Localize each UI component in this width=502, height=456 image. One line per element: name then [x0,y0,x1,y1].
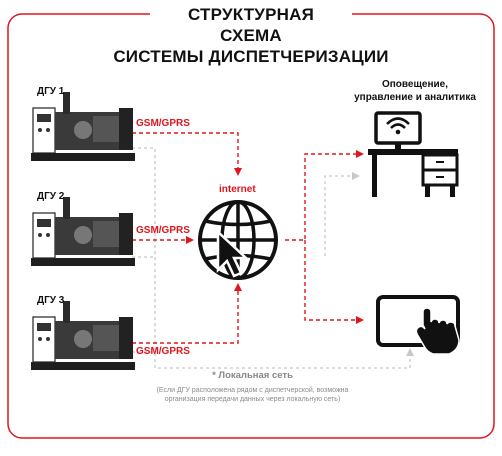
tablet-touch-icon [376,295,460,355]
globe-cursor-icon [198,200,278,280]
generator-icon [31,301,135,370]
desk-monitor-wifi-icon [368,111,459,197]
gsm-label-3: GSM/GPRS [136,346,190,357]
internet-label: internet [219,184,256,195]
gsm-lines [132,132,364,344]
diagram-title: СТРУКТУРНАЯ СХЕМА СИСТЕМЫ ДИСПЕТЧЕРИЗАЦИ… [0,4,502,67]
generator-3-label: ДГУ 3 [37,295,65,306]
local-network-note-line-1: (Если ДГУ расположена рядом с диспетчерс… [156,387,349,394]
title-line-2: СИСТЕМЫ ДИСПЕТЧЕРИЗАЦИИ [113,47,389,66]
local-network-title: * Локальная сеть [212,370,293,381]
workstation-label: Оповещение, управление и аналитика [350,78,480,104]
generator-1-label: ДГУ 1 [37,86,65,97]
title-line-1: СТРУКТУРНАЯ СХЕМА [156,4,346,46]
generator-2-label: ДГУ 2 [37,191,65,202]
local-network-lines [132,147,414,369]
gsm-label-2: GSM/GPRS [136,225,190,236]
generator-icon [31,92,135,161]
workstation-label-line-1: Оповещение, [381,79,449,90]
generator-icon [31,197,135,266]
local-network-note: (Если ДГУ расположена рядом с диспетчерс… [130,386,375,404]
workstation-label-line-2: управление и аналитика [354,92,476,103]
local-network-note-line-2: организация передачи данных через локаль… [164,396,341,403]
gsm-label-1: GSM/GPRS [136,118,190,129]
